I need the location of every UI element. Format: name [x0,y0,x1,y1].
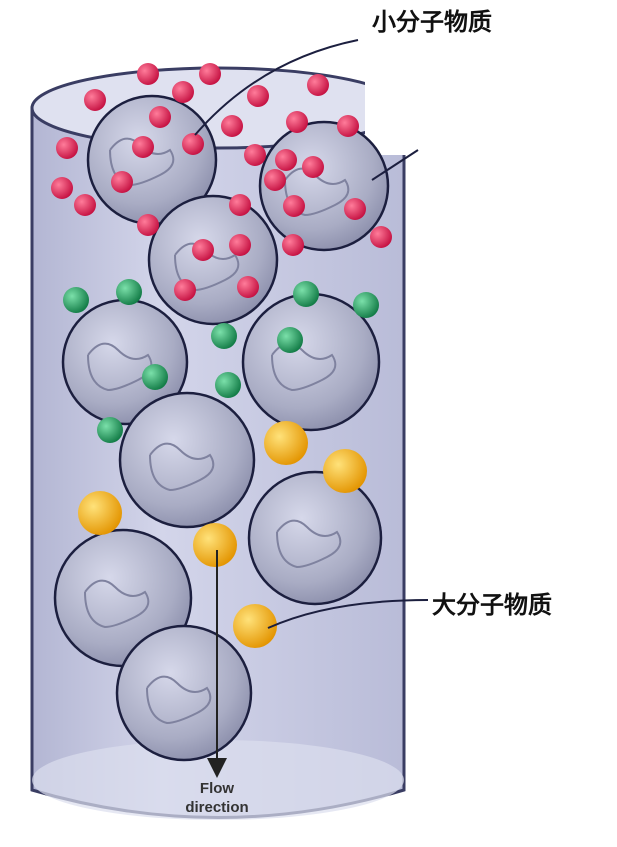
gel-bead [249,472,381,604]
red-dot-icon [51,177,73,199]
red-dot-icon [149,106,171,128]
red-dot-icon [221,115,243,137]
red-dot-icon [286,111,308,133]
red-dot-icon [199,63,221,85]
green-dot-icon [142,364,168,390]
red-dot-icon [137,63,159,85]
red-dot-icon [229,234,251,256]
red-dot-icon [172,81,194,103]
small-molecule-label: 小分子物质 [372,8,492,36]
red-dot-icon [137,214,159,236]
red-dot-icon [247,85,269,107]
orange-dot-icon [193,523,237,567]
red-dot-icon [192,239,214,261]
red-dot-icon [370,226,392,248]
red-dot-icon [229,194,251,216]
red-dot-icon [275,149,297,171]
flow-label-line1: Flow [200,780,234,797]
red-dot-icon [282,234,304,256]
orange-dot-icon [323,449,367,493]
green-dot-icon [293,281,319,307]
flow-label-line2: direction [185,799,248,816]
red-dot-icon [337,115,359,137]
green-dot-icon [353,292,379,318]
gel-bead [117,626,251,760]
green-dot-icon [211,323,237,349]
label-mask-top [365,60,440,155]
green-dot-icon [116,279,142,305]
red-dot-icon [132,136,154,158]
orange-dot-icon [78,491,122,535]
large-molecule-label: 大分子物质 [432,591,552,619]
red-dot-icon [56,137,78,159]
red-dot-icon [307,74,329,96]
red-dot-icon [302,156,324,178]
red-dot-icon [174,279,196,301]
red-dot-icon [84,89,106,111]
red-dot-icon [182,133,204,155]
red-dot-icon [74,194,96,216]
green-dot-icon [277,327,303,353]
red-dot-icon [237,276,259,298]
red-dot-icon [264,169,286,191]
green-dot-icon [63,287,89,313]
gel-bead [120,393,254,527]
orange-dot-icon [264,421,308,465]
green-dot-icon [97,417,123,443]
green-dot-icon [215,372,241,398]
red-dot-icon [244,144,266,166]
gel-bead [149,196,277,324]
red-dot-icon [283,195,305,217]
red-dot-icon [344,198,366,220]
red-dot-icon [111,171,133,193]
